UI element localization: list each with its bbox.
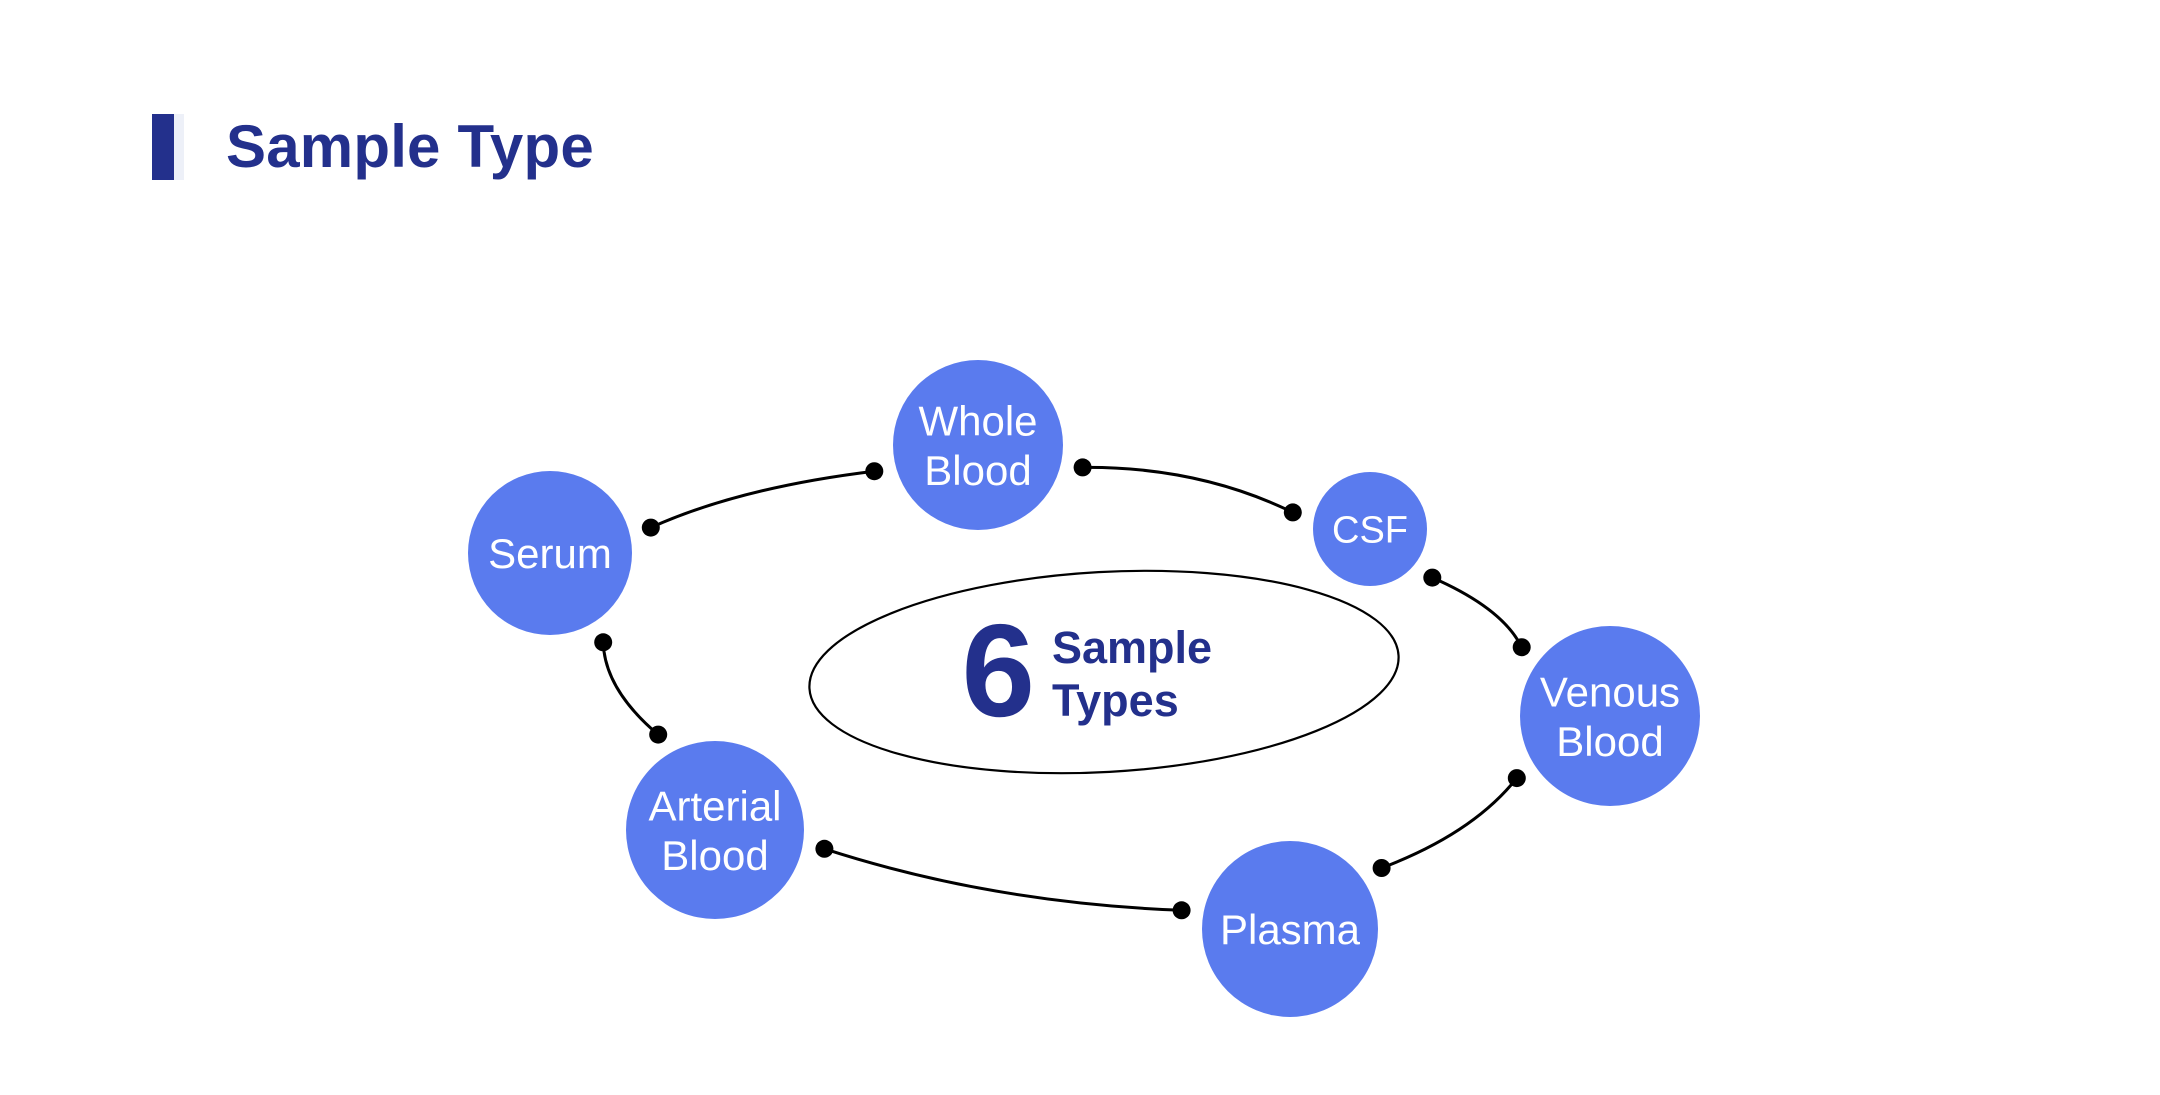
node-circle-csf[interactable] [1313, 472, 1427, 586]
connector-line [1081, 465, 1295, 514]
connector-dot-start [641, 518, 660, 537]
node-circle-arterial-blood[interactable] [626, 741, 804, 919]
page-header: Sample Type [152, 108, 594, 186]
connector-line [1430, 576, 1524, 649]
node-label-venous-blood-line2: Blood [1556, 718, 1663, 765]
center-caption-line1: Sample [1052, 622, 1212, 673]
accent-bar-primary-icon [152, 114, 174, 180]
node-label-serum: Serum [488, 530, 612, 577]
center-ellipse-outline [808, 569, 1400, 775]
connector-dot-end [594, 633, 613, 652]
connector-line [1380, 776, 1519, 870]
node-label-whole-blood-line2: Blood [924, 447, 1031, 494]
connector-arterial-blood-to-serum [594, 633, 668, 744]
node-label-csf: CSF [1332, 510, 1408, 552]
center-caption-line2: Types [1052, 675, 1179, 726]
center-badge: 6 Sample Types [808, 569, 1400, 775]
connector-whole-blood-to-csf [1073, 458, 1302, 522]
connector-venous-blood-to-plasma [1372, 769, 1526, 877]
connector-serum-to-whole-blood [641, 462, 884, 537]
node-circle-plasma[interactable] [1202, 841, 1378, 1017]
node-label-plasma: Plasma [1220, 906, 1361, 953]
accent-bar-secondary-icon [174, 114, 184, 180]
connector-csf-to-venous-blood [1423, 568, 1531, 657]
node-label-arterial-blood-line1: Arterial [648, 782, 781, 829]
connector-line [822, 847, 1184, 912]
connector-dot-start [1423, 568, 1442, 587]
connector-plasma-to-arterial-blood [815, 839, 1191, 920]
page-title: Sample Type [226, 113, 594, 180]
node-circle-whole-blood[interactable] [893, 360, 1063, 530]
node-label-arterial-blood-line2: Blood [661, 832, 768, 879]
connectors-layer [594, 458, 1531, 920]
connector-dot-end [815, 839, 834, 858]
connector-dot-end [1372, 859, 1391, 877]
node-serum[interactable]: Serum [468, 471, 632, 635]
connector-dot-end [865, 462, 884, 481]
connector-dot-start [1073, 458, 1092, 477]
connector-dot-start [1507, 769, 1526, 788]
connector-dot-end [1283, 503, 1302, 522]
node-plasma[interactable]: Plasma [1202, 841, 1378, 1017]
connector-dot-start [1172, 901, 1191, 920]
node-label-venous-blood-line1: Venous [1540, 668, 1680, 715]
node-csf[interactable]: CSF [1313, 472, 1427, 586]
connector-dot-start [649, 725, 668, 744]
connector-line [649, 469, 876, 530]
node-circle-venous-blood[interactable] [1520, 626, 1700, 806]
node-circle-serum[interactable] [468, 471, 632, 635]
node-label-whole-blood-line1: Whole [918, 397, 1037, 444]
center-count: 6 [962, 597, 1035, 744]
connector-line [601, 640, 660, 737]
connector-dot-end [1512, 638, 1531, 657]
nodes-layer: SerumWholeBloodCSFVenousBloodPlasmaArter… [468, 360, 1700, 1017]
